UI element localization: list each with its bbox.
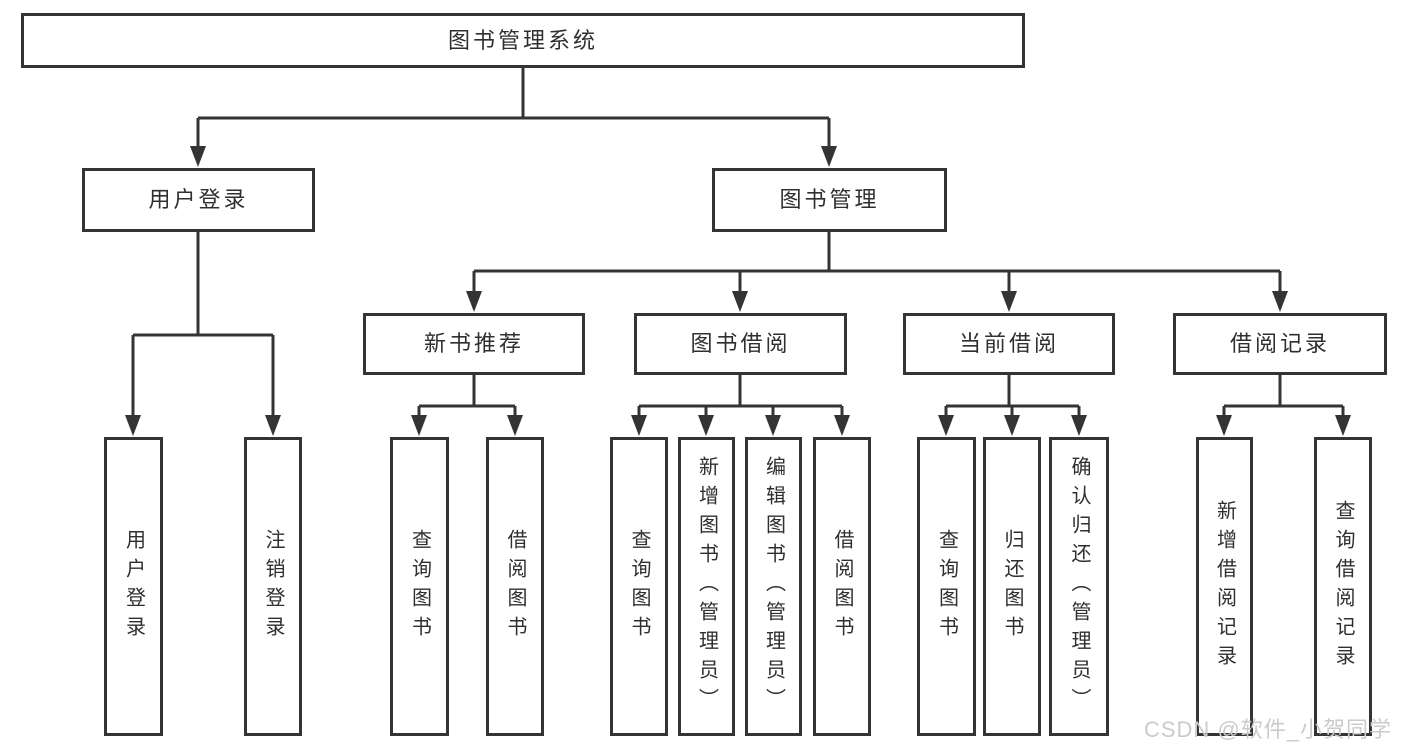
leaf-user-login-label: 用户登录 [122,528,145,645]
leaf-borrow-books-2-label: 借阅图书 [831,528,853,645]
leaf-add-books-admin-label: 新增图书（管理员） [695,456,718,717]
node-current-borrowing: 当前借阅 [903,313,1115,375]
node-book-borrowing: 图书借阅 [634,313,847,375]
node-new-book-recommendation: 新书推荐 [363,313,585,375]
leaf-borrow-books-1-label: 借阅图书 [504,528,526,645]
leaf-query-books-2-label: 查询图书 [628,528,650,645]
leaf-query-books-3: 查询图书 [917,437,976,736]
leaf-user-login: 用户登录 [104,437,163,736]
leaf-query-books-3-label: 查询图书 [935,528,958,645]
node-book-borrowing-label: 图书借阅 [690,331,791,356]
node-book-management: 图书管理 [712,168,947,232]
leaf-logout-login: 注销登录 [244,437,302,736]
leaf-borrow-books-1: 借阅图书 [486,437,544,736]
node-borrowing-records-label: 借阅记录 [1229,331,1330,356]
node-borrowing-records: 借阅记录 [1173,313,1387,375]
tree-edges [131,68,1345,417]
leaf-query-borrow-record-label: 查询借阅记录 [1332,499,1354,674]
node-library-management-system-label: 图书管理系统 [447,27,598,53]
leaf-query-books-1-label: 查询图书 [408,528,431,645]
leaf-add-borrow-record: 新增借阅记录 [1196,437,1253,736]
leaf-edit-books-admin-label: 编辑图书（管理员） [762,456,785,717]
node-library-management-system: 图书管理系统 [21,13,1025,68]
leaf-logout-login-label: 注销登录 [262,528,284,645]
leaf-confirm-return-admin-label: 确认归还（管理员） [1068,456,1090,717]
leaf-borrow-books-2: 借阅图书 [813,437,871,736]
leaf-query-books-1: 查询图书 [390,437,449,736]
leaf-add-borrow-record-label: 新增借阅记录 [1213,499,1236,674]
leaf-query-books-2: 查询图书 [610,437,668,736]
leaf-add-books-admin: 新增图书（管理员） [678,437,735,736]
leaf-query-borrow-record: 查询借阅记录 [1314,437,1372,736]
node-book-management-label: 图书管理 [779,187,880,212]
leaf-confirm-return-admin: 确认归还（管理员） [1049,437,1109,736]
node-user-login: 用户登录 [82,168,315,232]
node-current-borrowing-label: 当前借阅 [958,331,1059,356]
watermark-text: CSDN @软件_小贺同学 [1143,717,1392,742]
leaf-edit-books-admin: 编辑图书（管理员） [745,437,802,736]
node-user-login-label: 用户登录 [148,187,249,212]
node-new-book-recommendation-label: 新书推荐 [423,331,524,356]
leaf-return-books: 归还图书 [983,437,1041,736]
leaf-return-books-label: 归还图书 [1001,528,1023,645]
